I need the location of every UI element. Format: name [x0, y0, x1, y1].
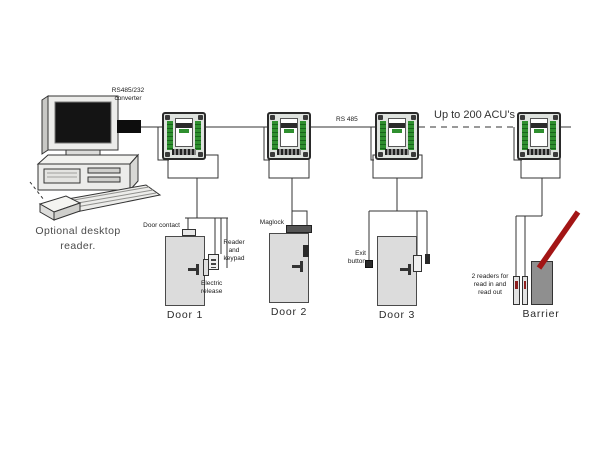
desktop-case — [36, 153, 140, 192]
door-handle-icon — [400, 264, 412, 275]
terminal-strip — [550, 121, 556, 150]
reader-dashed-cable — [29, 181, 45, 201]
optional-reader-label: Optional desktop reader. — [35, 225, 121, 252]
barrier-reader-out — [522, 276, 528, 305]
screw-icon — [303, 115, 308, 120]
barrier-name: Barrier — [522, 308, 560, 320]
rs485-bus-label: RS 485 — [336, 116, 358, 123]
terminal-strip — [408, 121, 414, 150]
screw-icon — [378, 115, 383, 120]
acu-label-chip — [281, 123, 297, 128]
acu-green-chip — [179, 129, 189, 133]
door-contact-label: Door contact — [143, 222, 180, 229]
screw-icon — [165, 115, 170, 120]
door-2-name: Door 2 — [270, 306, 308, 318]
rs485-converter-box — [117, 120, 141, 133]
acu-green-chip — [534, 129, 544, 133]
exit-button-label: Exit button — [347, 250, 366, 266]
acu-label-chip — [389, 123, 405, 128]
door-3 — [377, 236, 417, 306]
screw-icon — [270, 152, 275, 157]
acu-green-chip — [284, 129, 294, 133]
acu-board-4 — [517, 112, 561, 160]
terminal-strip — [195, 121, 201, 150]
acu-pcb-center — [280, 118, 298, 147]
door-contact-sensor — [182, 229, 196, 236]
reader-keypad-label: Reader and keypad — [223, 239, 245, 263]
door-handle-icon — [292, 261, 304, 272]
acu-connector — [527, 149, 551, 155]
desktop-reader — [38, 195, 82, 221]
acu-board-1 — [162, 112, 206, 160]
screw-icon — [198, 152, 203, 157]
terminal-strip — [272, 121, 278, 150]
keyboard — [60, 184, 162, 213]
screw-icon — [303, 152, 308, 157]
terminal-strip — [522, 121, 528, 150]
acu-label-chip — [176, 123, 192, 128]
maglock-device — [286, 225, 312, 233]
screw-icon — [553, 115, 558, 120]
acu-pcb-center — [175, 118, 193, 147]
screw-icon — [520, 115, 525, 120]
barrier-readers-label: 2 readers for read in and read out — [471, 273, 509, 297]
exit-button-device — [365, 260, 373, 268]
reader-keypad-device — [208, 254, 219, 270]
acu-label-chip — [531, 123, 547, 128]
acu-pcb-center — [530, 118, 548, 147]
electric-release-device — [203, 259, 209, 276]
keypad-keys-icon — [211, 259, 216, 268]
screw-icon — [165, 152, 170, 157]
door-3-name: Door 3 — [378, 309, 416, 321]
acu-connector — [385, 149, 409, 155]
acu-connector — [277, 149, 301, 155]
door-2-reader-device — [303, 245, 309, 257]
terminal-strip — [167, 121, 173, 150]
crt-monitor — [41, 95, 119, 156]
door-3-mini-reader-device — [425, 254, 430, 264]
terminal-strip — [300, 121, 306, 150]
terminal-strip — [380, 121, 386, 150]
screw-icon — [520, 152, 525, 157]
computer-illustration — [29, 95, 162, 221]
door-2 — [269, 233, 309, 303]
acu-backboxes — [167, 154, 561, 179]
barrier-reader-in — [513, 276, 520, 305]
screw-icon — [270, 115, 275, 120]
barrier-arm-icon — [536, 210, 581, 270]
electric-release-label: Electric release — [201, 280, 223, 296]
door-1 — [165, 236, 205, 306]
acu-board-2 — [267, 112, 311, 160]
door-handle-icon — [188, 264, 200, 275]
converter-label: RS485/232 converter — [111, 87, 145, 103]
screw-icon — [411, 115, 416, 120]
acu-green-chip — [392, 129, 402, 133]
acu-connector — [172, 149, 196, 155]
acu-pcb-center — [388, 118, 406, 147]
screw-icon — [553, 152, 558, 157]
screw-icon — [411, 152, 416, 157]
screw-icon — [198, 115, 203, 120]
capacity-label: Up to 200 ACU's — [434, 109, 515, 121]
door-3-reader-device — [413, 255, 422, 272]
screw-icon — [378, 152, 383, 157]
acu-board-3 — [375, 112, 419, 160]
maglock-label: Maglock — [259, 219, 284, 226]
door-1-name: Door 1 — [166, 309, 204, 321]
